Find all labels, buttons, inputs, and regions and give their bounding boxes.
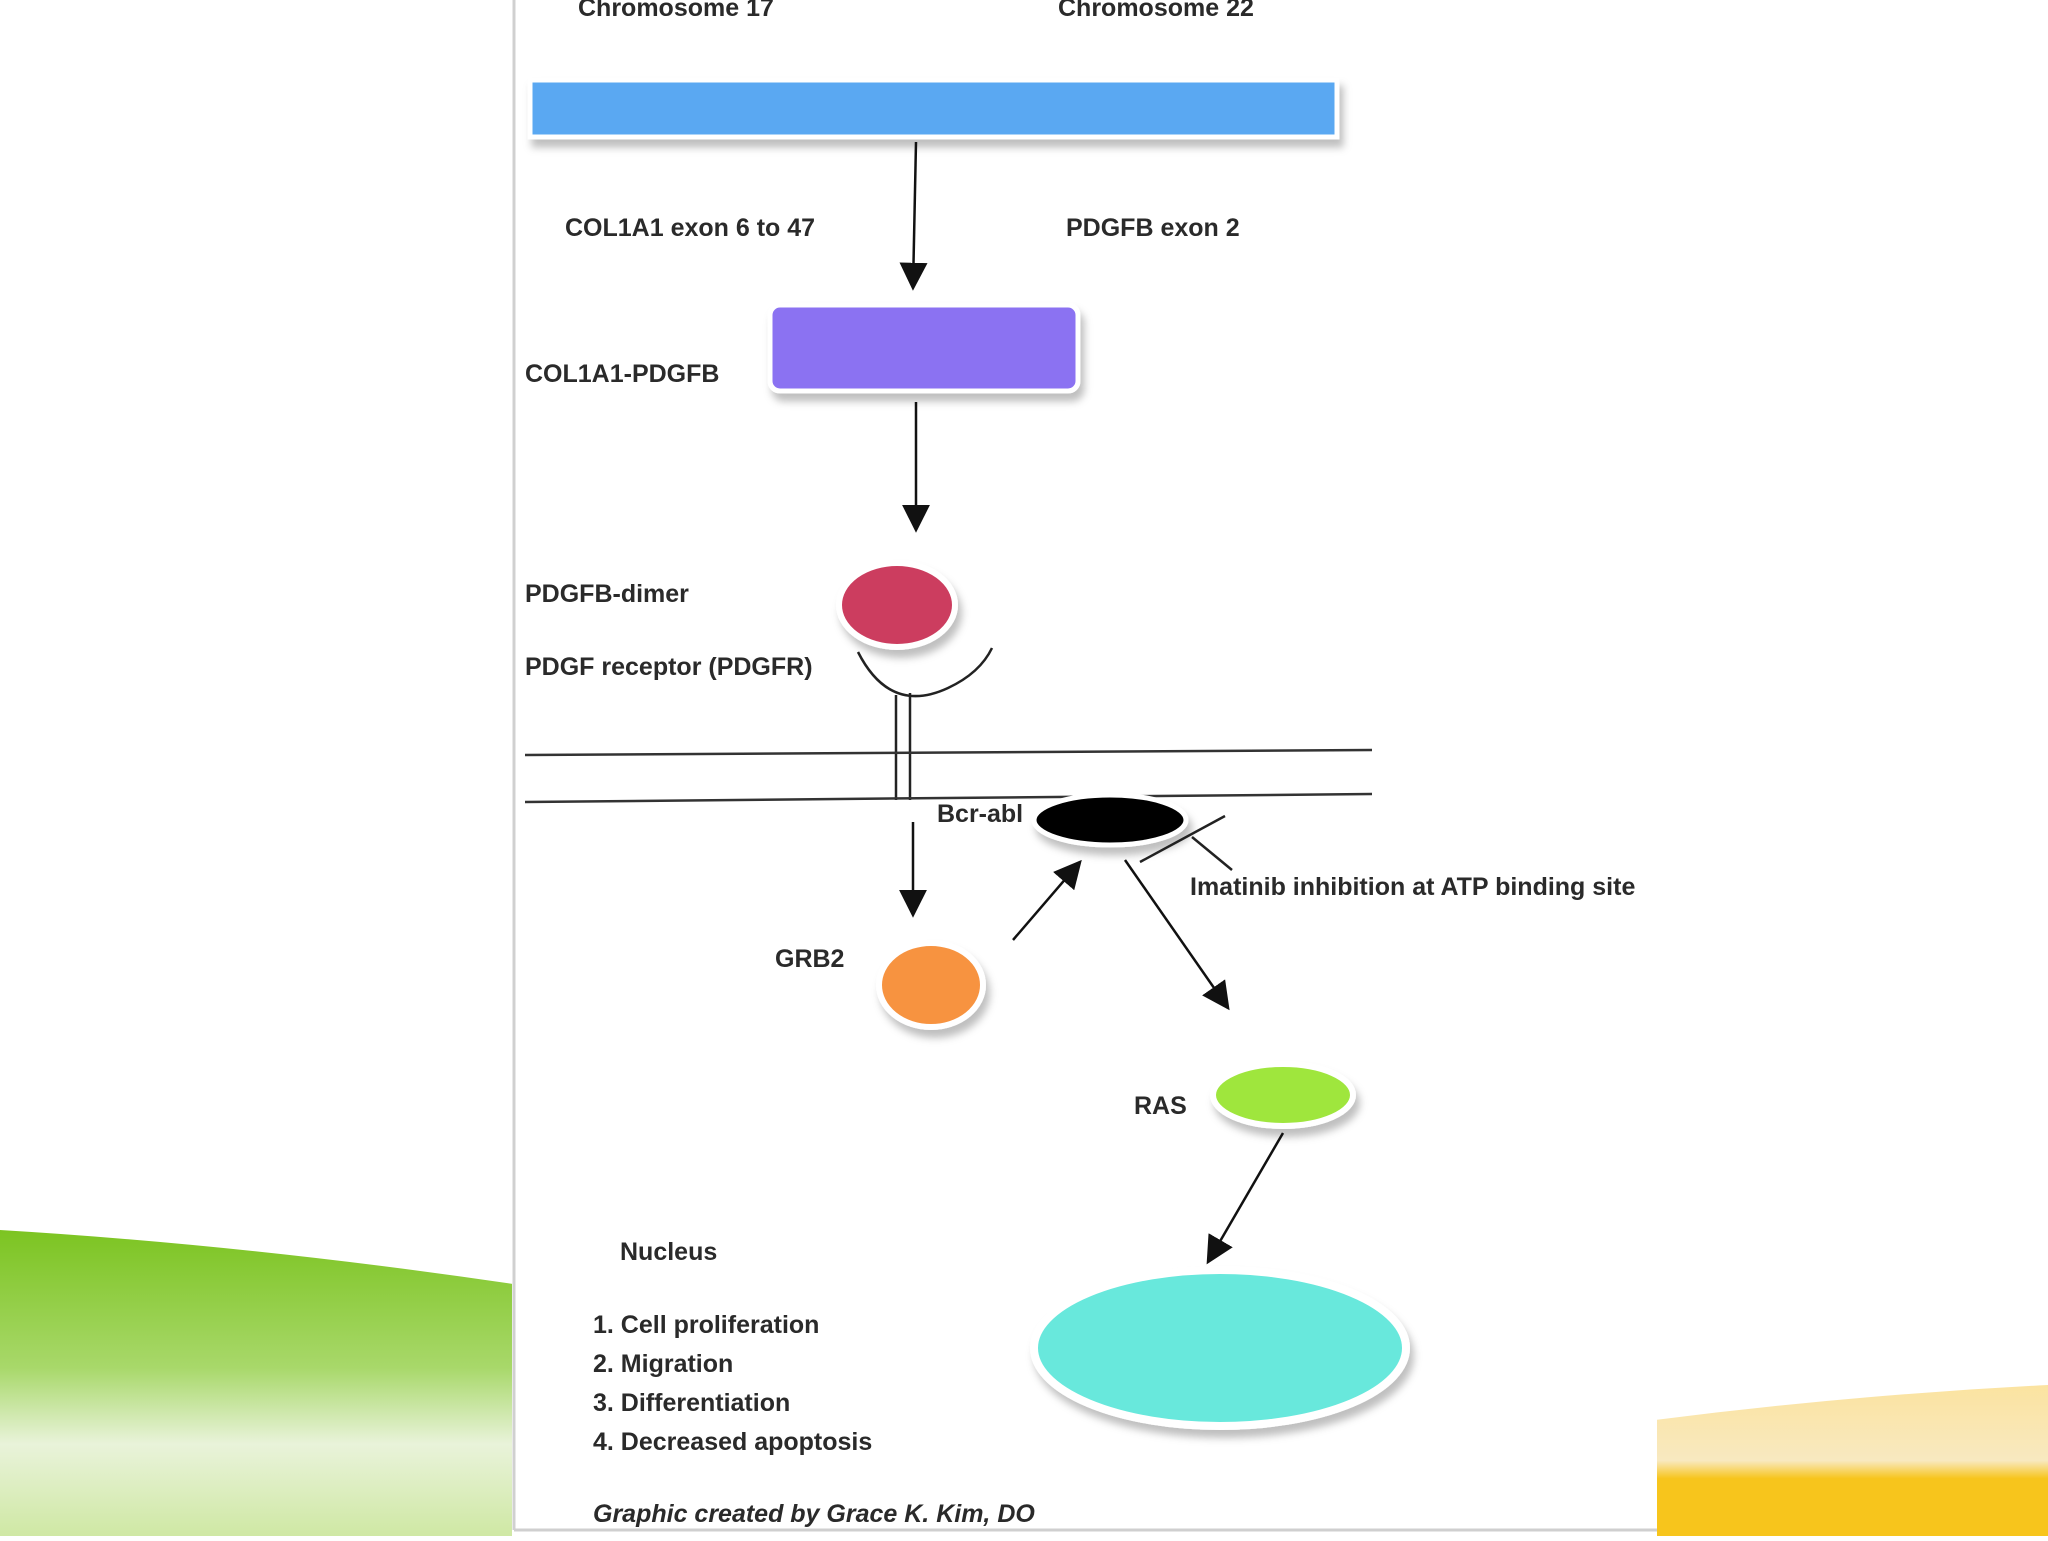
label-imatinib: Imatinib inhibition at ATP binding site: [1190, 873, 1636, 901]
slide-yellow-swoosh: [1655, 1385, 2048, 1536]
outcome-item: 3. Differentiation: [593, 1389, 791, 1417]
label-ras: RAS: [1134, 1092, 1187, 1120]
arrow-bar-to-fusion: [899, 141, 928, 291]
imatinib-pointer-b: [1191, 836, 1233, 871]
label-chromosome-17: Chromosome 17: [578, 0, 774, 22]
label-col1a1-exon: COL1A1 exon 6 to 47: [565, 214, 816, 242]
pdgfb-dimer-blob: [836, 560, 958, 650]
figure-panel: [512, 0, 1657, 1536]
outcome-item: 1. Cell proliferation: [593, 1311, 820, 1339]
label-pdgfb-exon: PDGFB exon 2: [1066, 214, 1240, 242]
fusion-protein-box: [767, 302, 1081, 394]
arrow-ras-to-nucleus: [1206, 1132, 1285, 1265]
pdgf-receptor-cup: [856, 647, 994, 698]
label-chromosome-22: Chromosome 22: [1058, 0, 1254, 22]
nucleus-blob: [1030, 1266, 1410, 1430]
label-nucleus: Nucleus: [620, 1238, 718, 1266]
label-fusion-protein: COL1A1-PDGFB: [525, 360, 720, 388]
membrane-line-bottom: [524, 792, 1373, 804]
label-pdgf-receptor: PDGF receptor (PDGFR): [525, 653, 813, 681]
label-bcr-abl: Bcr-abl: [937, 800, 1024, 828]
bcr-abl-blob: [1031, 792, 1189, 848]
imatinib-pointer-a: [1139, 814, 1226, 864]
slide-green-swoosh: [0, 1230, 520, 1536]
graphic-credit: Graphic created by Grace K. Kim, DO: [593, 1500, 1035, 1528]
outcome-item: 2. Migration: [593, 1350, 734, 1378]
outcome-item: 4. Decreased apoptosis: [593, 1428, 873, 1456]
label-pdgfb-dimer: PDGFB-dimer: [525, 580, 689, 608]
ras-blob: [1210, 1061, 1356, 1129]
arrow-bcr-abl-to-ras: [1123, 859, 1230, 1011]
label-grb2: GRB2: [775, 945, 845, 973]
chromosome-bar: [527, 77, 1340, 140]
membrane-line-top: [524, 748, 1373, 757]
arrow-grb2-to-bcr-abl: [1012, 859, 1082, 941]
grb2-blob: [876, 940, 986, 1030]
